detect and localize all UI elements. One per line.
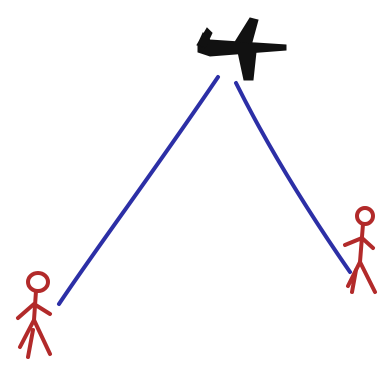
left-sightline xyxy=(59,77,218,304)
airplane-icon xyxy=(197,18,286,80)
left-stick-figure-icon xyxy=(18,273,50,357)
right-stick-figure-icon xyxy=(345,208,375,292)
right-sightline xyxy=(236,83,350,272)
